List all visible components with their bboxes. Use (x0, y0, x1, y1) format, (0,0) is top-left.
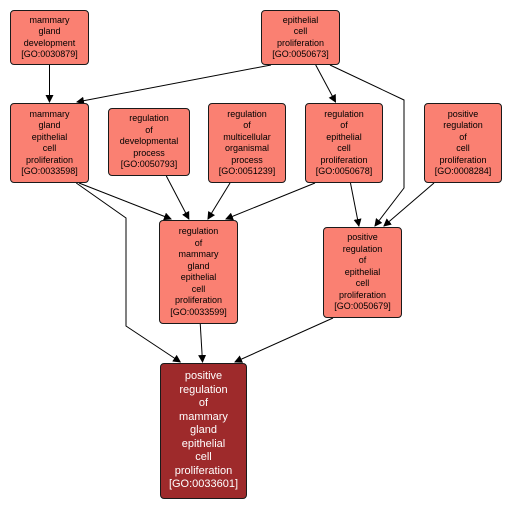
node-label: positive regulation of cell proliferatio… (434, 108, 492, 177)
node-go0050678[interactable]: regulation of epithelial cell proliferat… (305, 103, 383, 183)
node-label: positive regulation of mammary gland epi… (168, 370, 239, 491)
node-go0033599[interactable]: regulation of mammary gland epithelial c… (159, 220, 238, 324)
edge-go0008284-to-go0050679 (383, 182, 435, 227)
node-go0008284[interactable]: positive regulation of cell proliferatio… (424, 103, 502, 183)
node-label: mammary gland development [GO:0030879] (21, 14, 78, 60)
node-label: regulation of epithelial cell proliferat… (315, 108, 373, 177)
edge-go0050793-to-go0033599 (165, 175, 190, 220)
edge-go0033598-to-go0033599 (78, 182, 172, 221)
node-go0033598[interactable]: mammary gland epithelial cell proliferat… (10, 103, 89, 183)
edge-go0050678-to-go0050679 (349, 182, 362, 227)
node-go0051239[interactable]: regulation of multicellular organismal p… (208, 103, 286, 183)
edge-go0050679-to-go0033601 (234, 317, 334, 363)
edge-go0050673-to-go0050678 (315, 64, 336, 103)
node-label: regulation of mammary gland epithelial c… (170, 226, 227, 317)
node-label: epithelial cell proliferation [GO:005067… (272, 14, 329, 60)
node-go0050673[interactable]: epithelial cell proliferation [GO:005067… (261, 10, 340, 65)
edge-go0033598-to-go0033601 (75, 182, 182, 363)
node-go0050679[interactable]: positive regulation of epithelial cell p… (323, 227, 402, 318)
edge-go0050678-to-go0033599 (225, 182, 316, 221)
node-go0033601[interactable]: positive regulation of mammary gland epi… (160, 363, 247, 499)
node-label: regulation of multicellular organismal p… (218, 108, 276, 177)
node-go0030879[interactable]: mammary gland development [GO:0030879] (10, 10, 89, 65)
edge-go0050673-to-go0033598 (76, 64, 272, 105)
edge-go0033599-to-go0033601 (198, 323, 207, 363)
node-go0050793[interactable]: regulation of developmental process [GO:… (108, 108, 190, 176)
node-label: mammary gland epithelial cell proliferat… (21, 108, 78, 177)
edge-go0051239-to-go0033599 (207, 182, 231, 220)
edge-go0050673-to-go0050679 (329, 64, 405, 227)
node-label: regulation of developmental process [GO:… (119, 113, 179, 170)
node-label: positive regulation of epithelial cell p… (334, 232, 391, 312)
